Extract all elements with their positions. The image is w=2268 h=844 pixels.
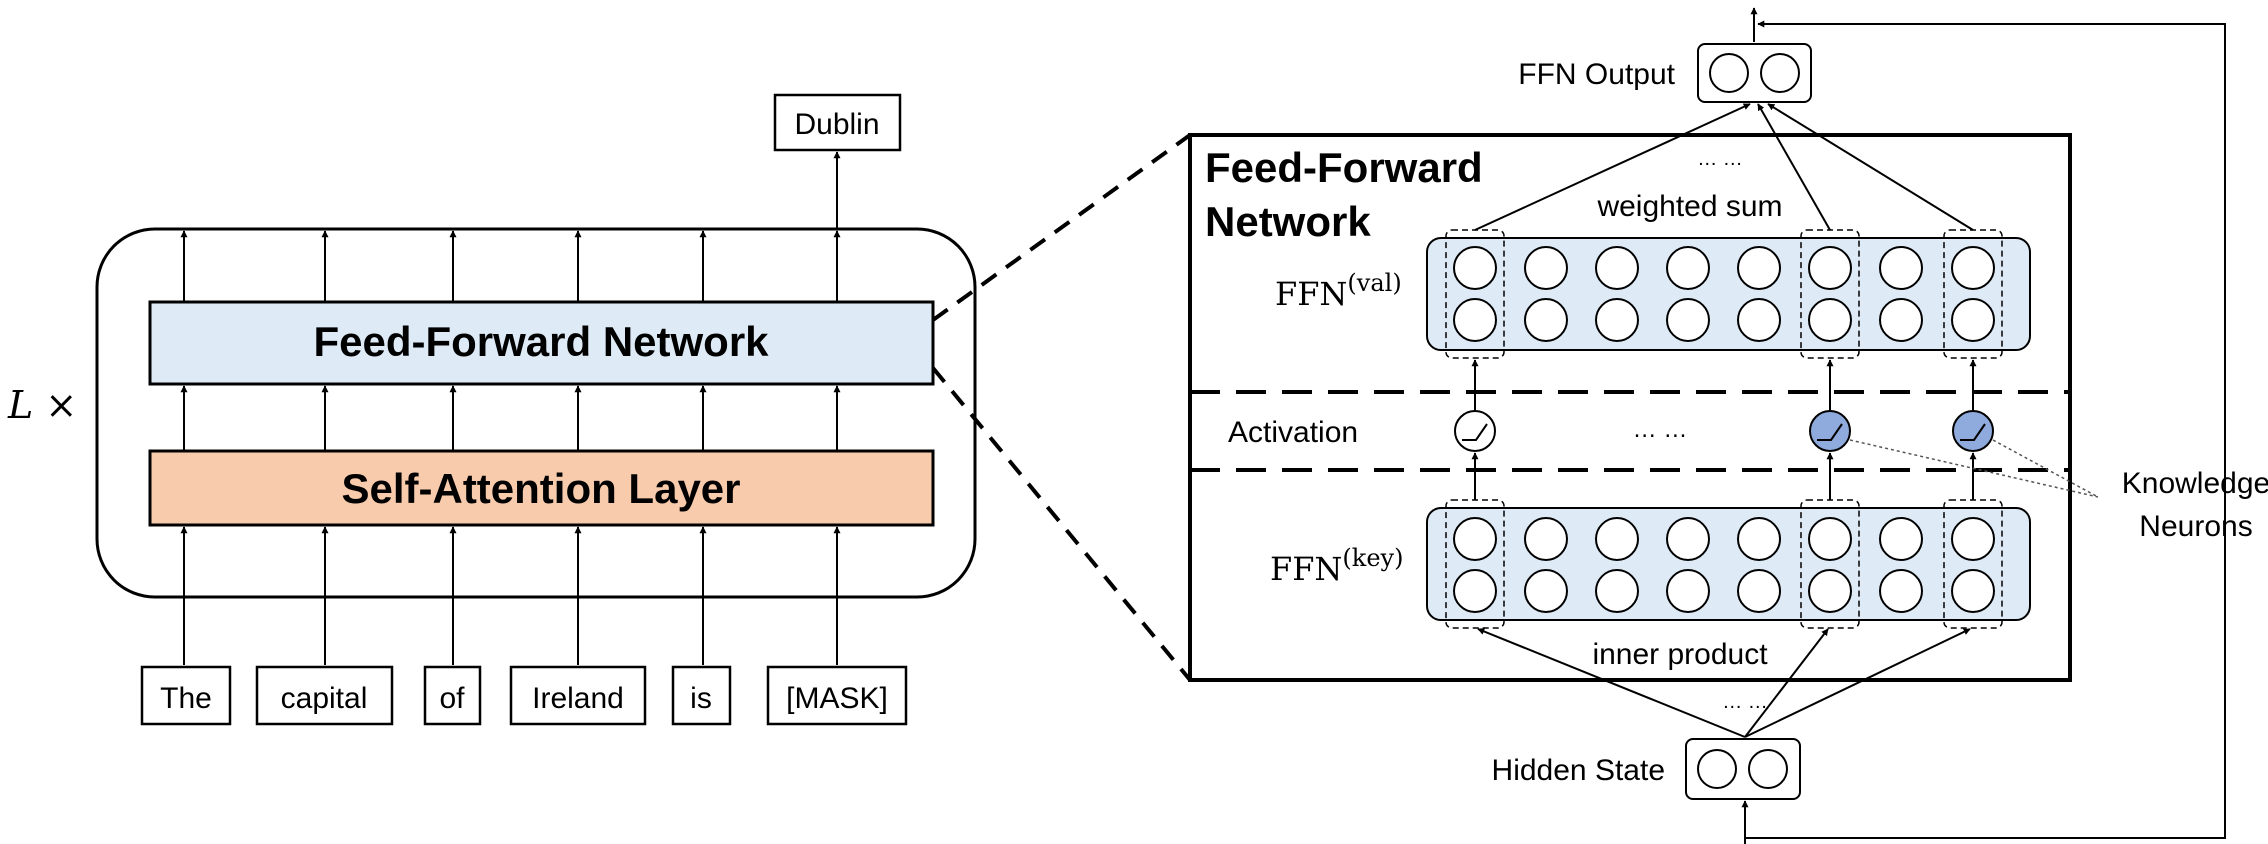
ffn-detail-panel: Feed-Forward Network (1188, 133, 2072, 682)
residual-connection (1741, 20, 2226, 844)
input-token: [MASK] (786, 682, 888, 715)
weighted-sum-label: weighted sum (1596, 190, 1782, 223)
activation-arrows (1471, 359, 1977, 500)
knowledge-neurons-label-line2: Neurons (2139, 510, 2252, 543)
transformer-layer-container (95, 227, 977, 599)
input-token: of (439, 682, 465, 715)
zoom-connectors (931, 133, 1192, 682)
input-token-box (255, 665, 394, 726)
attention-layer-label: Self-Attention Layer (341, 465, 740, 512)
output-token-box (773, 93, 902, 152)
activation-label: Activation (1228, 416, 1358, 449)
input-token-box (671, 665, 732, 726)
layer-repeat-label: L × (7, 383, 77, 427)
ffn-layer-box (148, 300, 935, 386)
knowledge-neuron-activation-icon (1809, 410, 1851, 452)
attention-layer-box (148, 449, 935, 527)
input-token-box (140, 665, 232, 726)
ffn-output: FFN Output (1518, 7, 1812, 103)
token-arrows (180, 151, 841, 665)
hidden-state: Hidden State … … (1477, 628, 1971, 800)
top-ellipsis: … … (1697, 148, 1743, 170)
ffn-key-label: FFN(key) (1270, 544, 1403, 588)
key-neurons (1453, 517, 1995, 613)
output-token: Dublin (794, 108, 879, 141)
ffn-output-label: FFN Output (1518, 58, 1675, 91)
ffn-detail-title-line2: Network (1205, 198, 1371, 245)
ffn-val-label: FFN(val) (1275, 269, 1402, 313)
knowledge-neurons-annotation: Knowledge Neurons (1849, 439, 2268, 543)
input-tokens: The capital of Ireland is [MASK] (140, 665, 908, 726)
ffn-key-box (1426, 507, 2031, 621)
input-token: The (160, 682, 212, 715)
ffn-layer-label: Feed-Forward Network (313, 318, 769, 365)
transformer-block: L × Feed-Forward Network Self-Attention … (7, 93, 977, 726)
input-token: Ireland (532, 682, 624, 715)
val-neurons (1453, 246, 1995, 342)
weighted-sum-arrows (1474, 103, 1974, 231)
knowledge-neuron-activation-icon (1952, 410, 1994, 452)
ffn-val-box (1426, 237, 2031, 351)
input-token-box (766, 665, 908, 726)
activation-icon (1454, 410, 1496, 452)
input-token-box (509, 665, 647, 726)
input-token: is (690, 682, 712, 715)
input-token-box (423, 665, 482, 726)
inner-product-label: inner product (1592, 638, 1768, 671)
ffn-detail-title-line1: Feed-Forward (1205, 144, 1483, 191)
hidden-state-label: Hidden State (1492, 754, 1665, 787)
bottom-ellipsis: … … (1722, 691, 1768, 713)
input-token: capital (281, 682, 368, 715)
activation-ellipsis: … … (1633, 416, 1688, 443)
knowledge-neurons-label-line1: Knowledge (2122, 467, 2268, 500)
